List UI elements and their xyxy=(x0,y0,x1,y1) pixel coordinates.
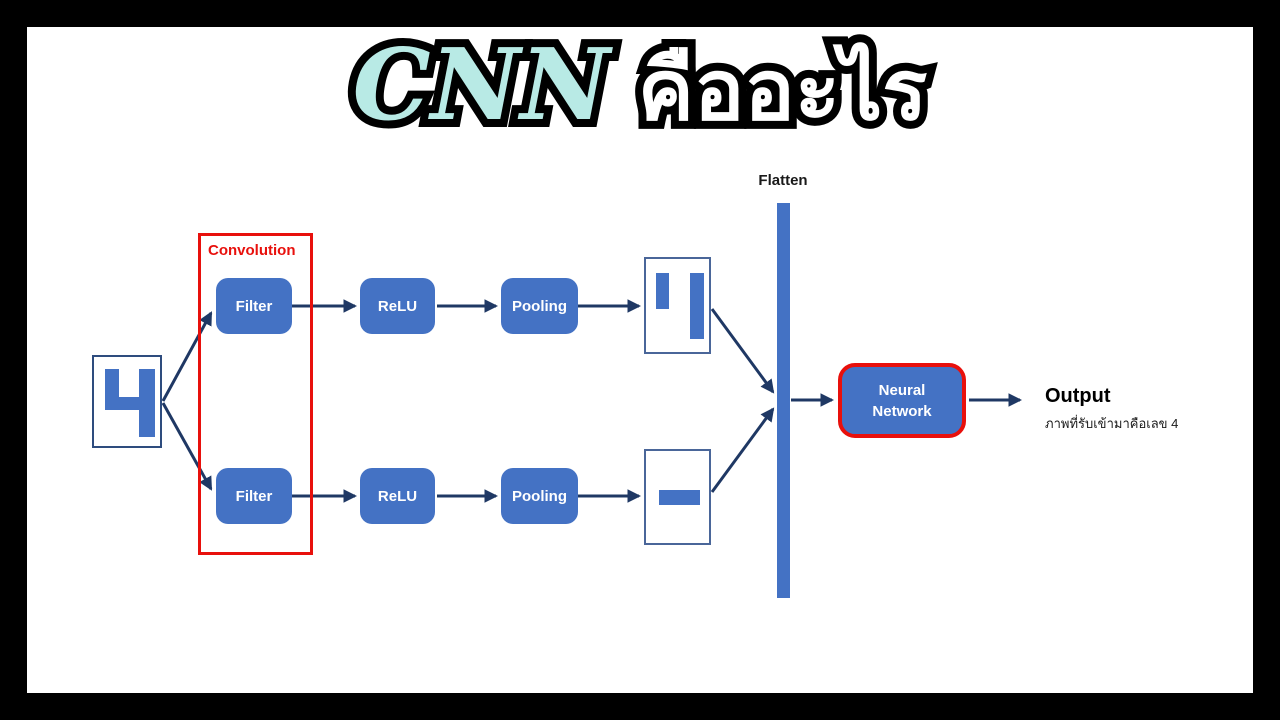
feature-bar-horizontal xyxy=(659,490,700,505)
pooling-box-bottom: Pooling xyxy=(501,468,578,524)
relu-box-top: ReLU xyxy=(360,278,435,334)
flatten-layer-bar xyxy=(777,203,790,598)
input-image-box xyxy=(92,355,162,448)
feature-bar-short xyxy=(656,273,669,309)
feature-map-top xyxy=(644,257,711,354)
feature-map-bottom xyxy=(644,449,711,545)
pooling-box-top: Pooling xyxy=(501,278,578,334)
page-title: CNN คืออะไร xyxy=(0,29,1280,143)
title-cnn-text: CNN xyxy=(353,29,610,143)
neural-network-box: Neural Network xyxy=(838,363,966,438)
digit4-right-stroke xyxy=(139,369,155,437)
title-thai-text: คืออะไร xyxy=(638,42,928,139)
output-label: Output xyxy=(1045,385,1111,407)
flatten-label: Flatten xyxy=(758,172,808,189)
output-caption: ภาพที่รับเข้ามาคือเลข 4 xyxy=(1045,416,1179,431)
convolution-label: Convolution xyxy=(208,242,296,259)
filter-box-top: Filter xyxy=(216,278,292,334)
feature-bar-tall xyxy=(690,273,704,339)
filter-box-bottom: Filter xyxy=(216,468,292,524)
relu-box-bottom: ReLU xyxy=(360,468,435,524)
